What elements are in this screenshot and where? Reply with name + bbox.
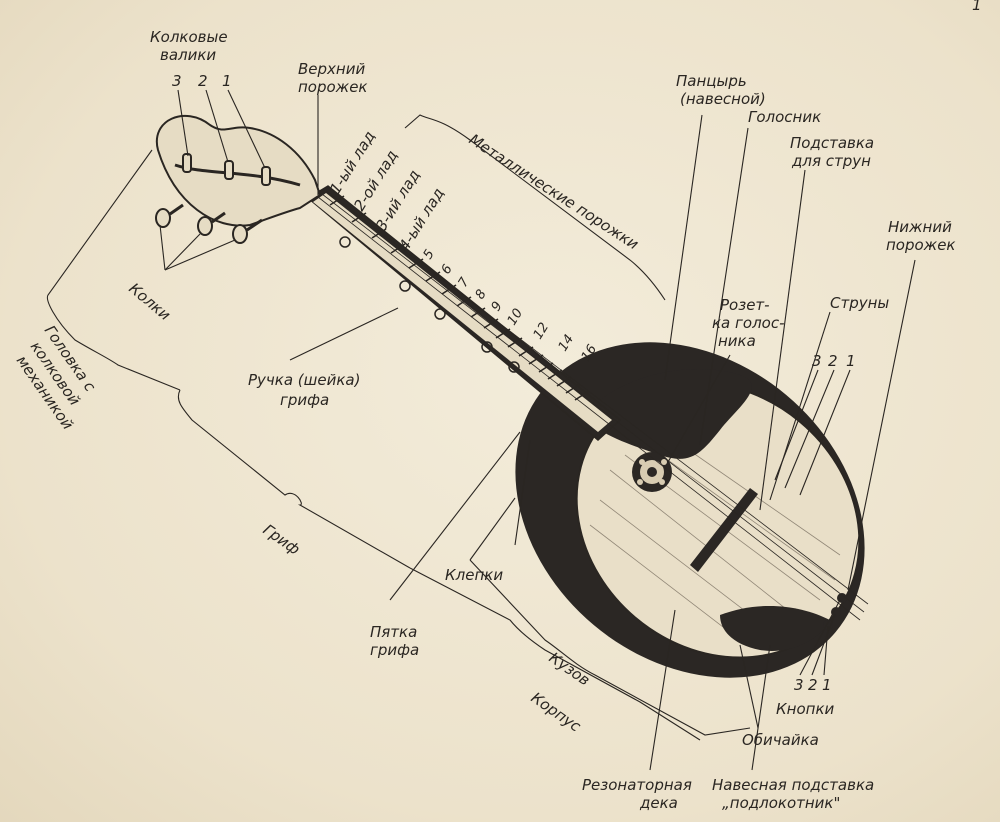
label-rezonator-1: Резонаторная [582, 776, 692, 794]
label-grif: Гриф [260, 521, 304, 559]
label-pyatka-2: грифа [370, 641, 419, 659]
label-ruchka-1: Ручка (шейка) [248, 371, 360, 389]
label-verkhniy-porozhek-2: порожек [298, 78, 368, 96]
label-pyatka-1: Пятка [370, 623, 417, 641]
label-fret-7: 7 [456, 275, 473, 291]
instrument-neck [306, 185, 869, 621]
label-kuzov: Кузов [546, 649, 594, 690]
label-obichayka: Обичайка [742, 731, 819, 749]
label-knopki-num-2: 2 [808, 676, 818, 694]
label-valiki-num-2: 2 [198, 72, 208, 90]
label-ruchka-2: грифа [280, 391, 329, 409]
label-pantsir-2: (навесной) [680, 90, 766, 108]
armrest [720, 605, 830, 651]
label-fret-12: 12 [531, 320, 552, 342]
label-fret-6: 6 [439, 262, 456, 277]
label-fret-8: 8 [473, 287, 490, 302]
label-podstavka-2: для струн [791, 152, 871, 170]
label-klepki: Клепки [445, 566, 503, 584]
label-korpus: Корпус [528, 689, 585, 736]
brackets [46, 114, 751, 741]
label-knopki-num-3: 3 [794, 676, 804, 694]
label-navesnaya-2: „подлокотник" [722, 794, 840, 812]
label-rozetka-3: ника [718, 332, 756, 350]
label-kolkovye-valiki-1: Колковые [150, 28, 228, 46]
label-knopki: Кнопки [776, 700, 835, 718]
instrument-head [155, 115, 322, 244]
rosette [632, 452, 672, 492]
label-pantsir-1: Панцырь [676, 72, 747, 90]
label-golosnik: Голосник [748, 108, 821, 126]
label-knopki-num-1: 1 [822, 676, 832, 694]
label-kolkovye-valiki-2: валики [160, 46, 216, 64]
label-valiki-num-1: 1 [222, 72, 232, 90]
label-nizhniy-porozhek-1: Нижний [888, 218, 952, 236]
label-struny-num-3: 3 [812, 352, 822, 370]
label-rezonator-2: дека [639, 794, 678, 812]
label-nizhniy-porozhek-2: порожек [886, 236, 956, 254]
label-rozetka-2: ка голос- [712, 314, 785, 332]
label-podstavka-1: Подставка [790, 134, 874, 152]
label-metal-porozhki: Металлические порожки [466, 130, 642, 253]
label-valiki-num-3: 3 [172, 72, 182, 90]
pantsir-guard [600, 368, 752, 459]
label-fret-9: 9 [489, 299, 506, 314]
label-struny-num-2: 2 [828, 352, 838, 370]
label-kolki: Колки [125, 279, 174, 324]
label-rozetka-1: Розет- [720, 296, 770, 314]
label-fret-14: 14 [556, 332, 577, 354]
label-fret-16: 16 [579, 342, 600, 364]
bridge [690, 488, 758, 572]
label-fret-10: 10 [505, 306, 526, 328]
label-navesnaya-1: Навесная подставка [712, 776, 874, 794]
label-verkhniy-porozhek-1: Верхний [298, 60, 365, 78]
label-struny-num-1: 1 [846, 352, 856, 370]
label-struny: Струны [830, 294, 889, 312]
end-buttons [823, 593, 847, 630]
leader-lines [159, 89, 916, 771]
page-number: 1 [972, 0, 982, 14]
label-fret-5: 5 [421, 247, 438, 262]
